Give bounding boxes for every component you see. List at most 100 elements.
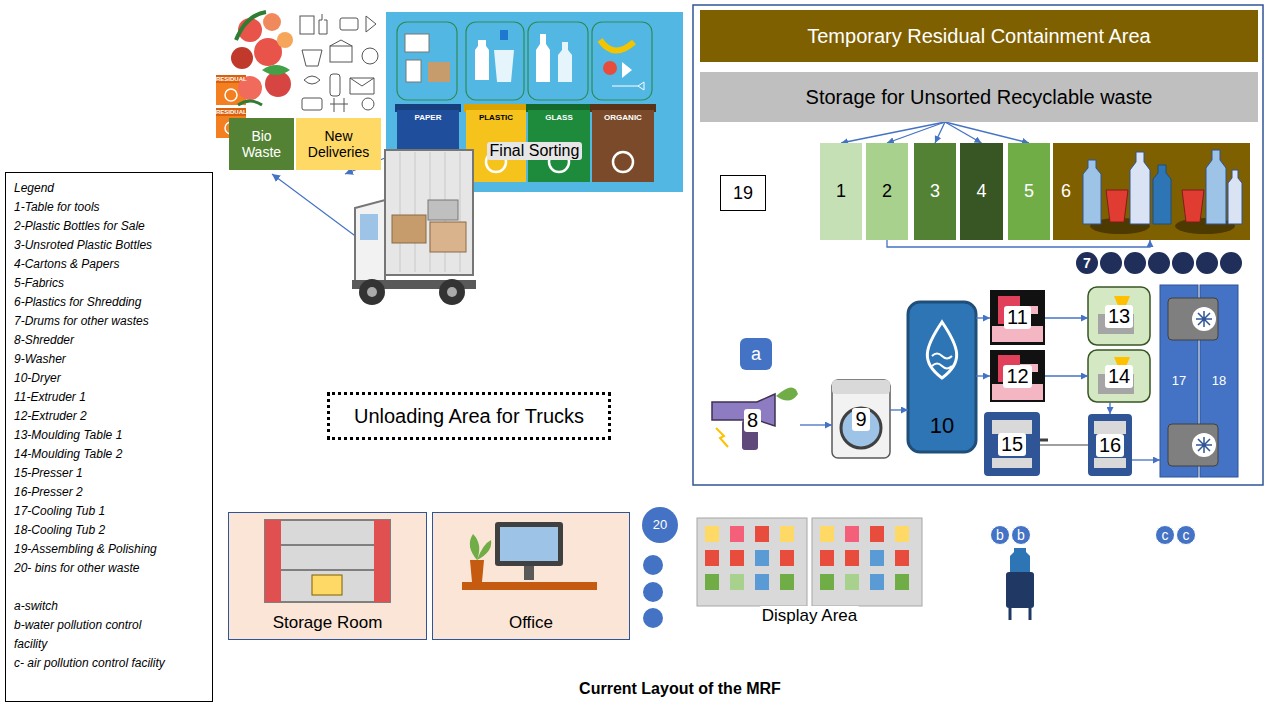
node-text: 19 xyxy=(733,183,753,204)
bin xyxy=(643,555,663,628)
legend-entry: 4-Cartons & Papers xyxy=(14,255,174,274)
flow-arrow xyxy=(800,424,832,425)
callout-number: 16 xyxy=(1088,414,1132,476)
extruder xyxy=(990,290,1045,345)
water-dispenser xyxy=(1010,548,1030,572)
callout-number: 8 xyxy=(705,385,800,455)
display-shelves xyxy=(845,526,859,542)
presser xyxy=(1040,439,1048,442)
sketch-icons xyxy=(330,46,352,62)
sketch-icons xyxy=(302,98,322,110)
flow-arrow xyxy=(945,122,1029,143)
legend-text: 16-Presser 2 xyxy=(14,485,83,499)
office xyxy=(470,534,491,560)
office xyxy=(495,522,563,566)
unloading-area: Unloading Area for Trucks xyxy=(327,392,611,440)
cooling-tub xyxy=(1192,433,1216,457)
node-text: 4 xyxy=(976,181,986,202)
sorting-bin xyxy=(592,110,654,182)
bio-waste-picture xyxy=(263,13,281,31)
presser xyxy=(992,458,1032,468)
dryer xyxy=(927,322,956,378)
truck xyxy=(430,222,466,252)
legend-entry: 13-Moulding Table 1 xyxy=(14,426,174,445)
storage-room-box: Storage Room xyxy=(228,512,427,640)
node-text: 5 xyxy=(1024,181,1034,202)
moulding-table xyxy=(1088,287,1150,345)
node-text: 20 xyxy=(653,518,667,533)
legend-entry: 10-Dryer xyxy=(14,369,174,388)
truck-arrow xyxy=(272,174,358,238)
legend-entry: 9-Washer xyxy=(14,350,174,369)
cooling-tub xyxy=(1196,437,1212,453)
bin xyxy=(643,608,663,628)
flow-arrow xyxy=(1109,402,1110,414)
station-box: 2 xyxy=(866,143,908,240)
bin-label: RESIDUAL xyxy=(216,109,246,116)
office xyxy=(470,560,484,582)
legend-text: 14-Moulding Table 2 xyxy=(14,447,122,461)
assembly-box: 19 xyxy=(720,175,766,211)
cooling-tub xyxy=(1168,298,1218,340)
shredder xyxy=(776,387,798,400)
legend-text: 4-Cartons & Papers xyxy=(14,257,119,271)
node-text: a xyxy=(751,344,761,365)
node-text: 10 xyxy=(930,413,954,438)
node-text: b xyxy=(1017,527,1025,543)
office xyxy=(500,527,558,561)
building-outline xyxy=(693,5,1263,485)
node-text: 16 xyxy=(1096,434,1124,457)
display-shelves xyxy=(697,518,922,606)
presser xyxy=(984,412,1132,476)
presser xyxy=(1094,458,1126,468)
display-shelves xyxy=(780,526,794,542)
cooling-tub-bar: 18 xyxy=(1200,285,1238,477)
washer xyxy=(832,380,890,394)
sorting-panel xyxy=(622,62,632,78)
sorting-panel xyxy=(397,22,457,100)
bio-waste-picture xyxy=(265,71,291,97)
flow-arrow xyxy=(1040,444,1088,445)
bin-label: GLASS xyxy=(528,114,590,123)
washer xyxy=(832,380,890,458)
cooling-tub xyxy=(1192,307,1216,331)
presser xyxy=(984,412,1040,476)
residual-bin xyxy=(216,108,246,116)
legend-text: c- air pollution control facility xyxy=(14,656,165,670)
legend-text: 1-Table for tools xyxy=(14,200,100,214)
callout-number: 11 xyxy=(990,290,1045,345)
flow-arrow xyxy=(887,122,945,143)
node-text: Unloading Area for Trucks xyxy=(354,405,584,428)
truck xyxy=(428,200,458,220)
display-shelves xyxy=(755,550,769,566)
plastics-bay xyxy=(1206,150,1226,224)
sorting-panel xyxy=(600,40,634,51)
node-text: Office xyxy=(509,613,553,633)
legend-text: 11-Extruder 1 xyxy=(14,390,86,404)
sorting-panel xyxy=(406,60,421,82)
node-text: Final Sorting xyxy=(487,142,583,160)
bio-waste-picture xyxy=(231,47,253,69)
switch-box: a xyxy=(740,338,772,370)
storage-room xyxy=(265,520,281,602)
truck xyxy=(360,214,378,240)
truck xyxy=(439,279,465,305)
legend-text: 20- bins for other waste xyxy=(14,561,139,575)
storage-room xyxy=(374,520,390,602)
drum-circle: 7 xyxy=(1076,252,1098,274)
display-shelves xyxy=(780,574,794,590)
sorting-panel xyxy=(536,34,550,82)
presser xyxy=(1094,421,1126,434)
node-text: 2 xyxy=(882,181,892,202)
bin-circle: 20 xyxy=(642,507,678,543)
water-dispenser xyxy=(1006,572,1034,608)
drum xyxy=(1100,252,1122,274)
sketch-icons xyxy=(300,16,314,34)
display-shelves xyxy=(812,518,922,606)
drum xyxy=(1172,252,1194,274)
legend-text: a-switch xyxy=(14,599,58,613)
station-box: 1 xyxy=(820,143,862,240)
sorting-panel xyxy=(558,42,572,82)
station-box: 4 xyxy=(960,143,1003,240)
sketch-icons xyxy=(302,50,322,66)
